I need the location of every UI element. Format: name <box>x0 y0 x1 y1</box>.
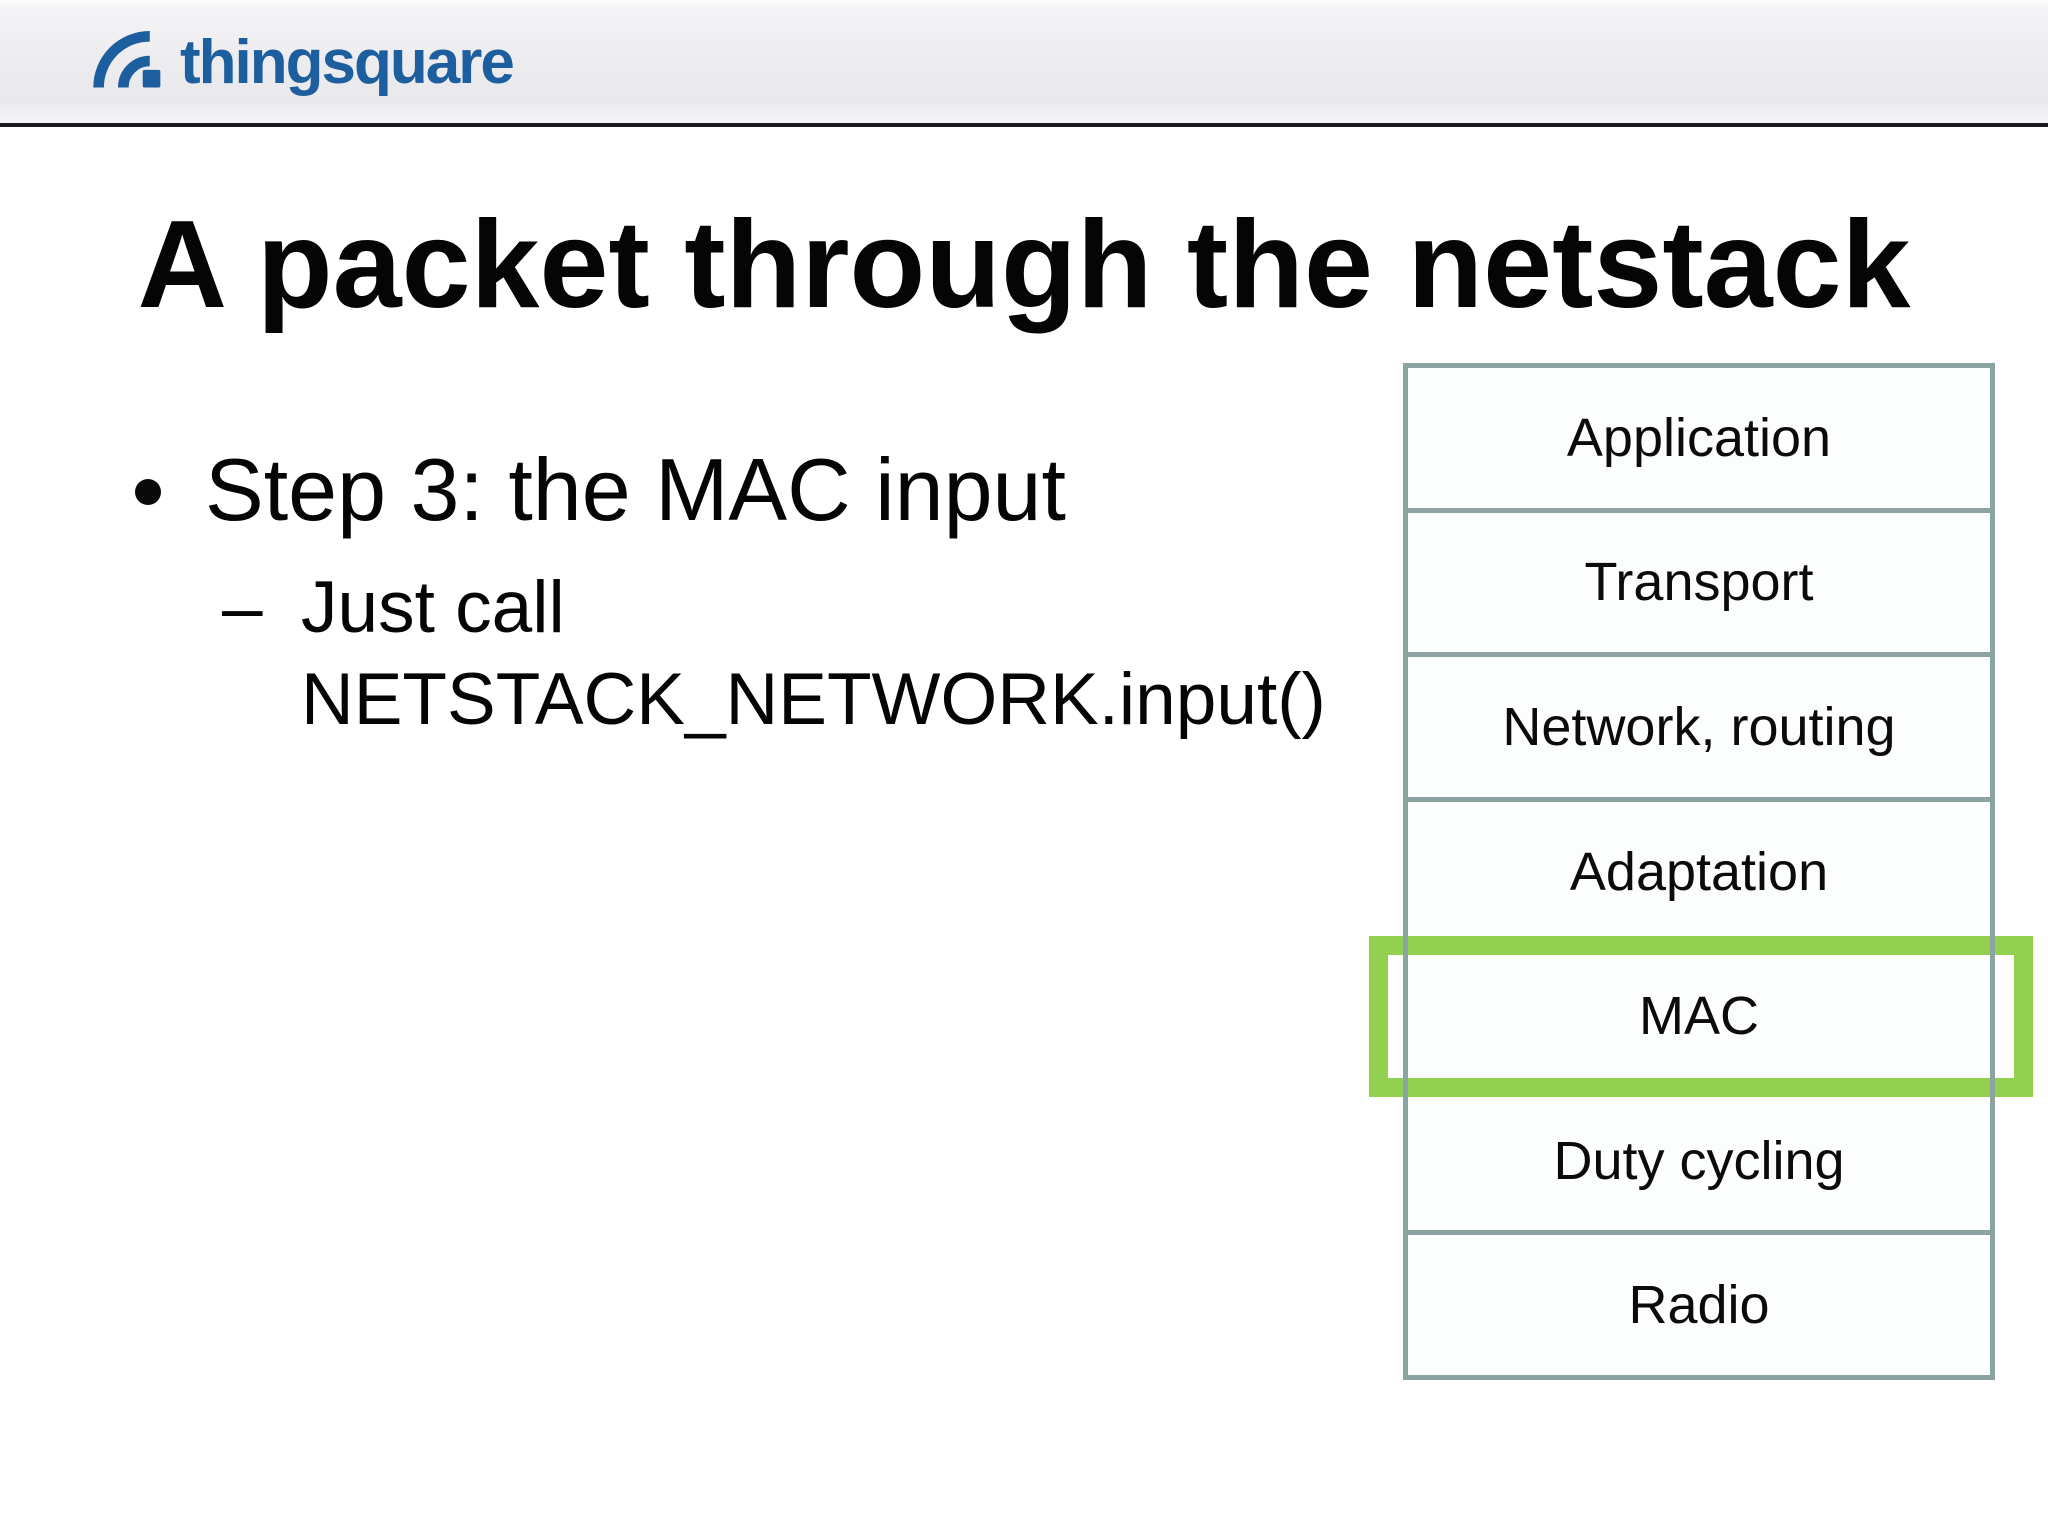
slide-title: A packet through the netstack <box>137 196 1911 334</box>
sub-bullet-line1: Just call <box>301 567 565 648</box>
stack-left-border-overlay <box>1403 936 1408 1097</box>
logo-wordmark: thingsquare <box>180 28 515 97</box>
sub-bullet-text: Just call NETSTACK_NETWORK.input() <box>301 562 1326 746</box>
bullet-marker <box>135 479 161 505</box>
stack-layer-network: Network, routing <box>1408 652 1990 797</box>
stack-layer-application: Application <box>1408 368 1990 508</box>
signal-waves-icon <box>93 31 161 88</box>
thingsquare-logo: thingsquare <box>93 0 613 127</box>
header-bar: thingsquare <box>0 0 2048 127</box>
stack-layer-transport: Transport <box>1408 507 1990 653</box>
netstack-diagram: Application Transport Network, routing A… <box>1403 363 1995 1380</box>
stack-layer-radio: Radio <box>1408 1230 1990 1376</box>
stack-layer-duty-cycling: Duty cycling <box>1408 1085 1990 1231</box>
sub-bullet-line2: NETSTACK_NETWORK.input() <box>301 659 1326 740</box>
stack-right-border-overlay <box>1990 936 1995 1097</box>
sub-bullet-dash: – <box>222 567 263 648</box>
mac-highlight-box <box>1369 936 2033 1097</box>
stack-layer-adaptation: Adaptation <box>1408 796 1990 942</box>
bullet-main: Step 3: the MAC input <box>205 440 1066 539</box>
